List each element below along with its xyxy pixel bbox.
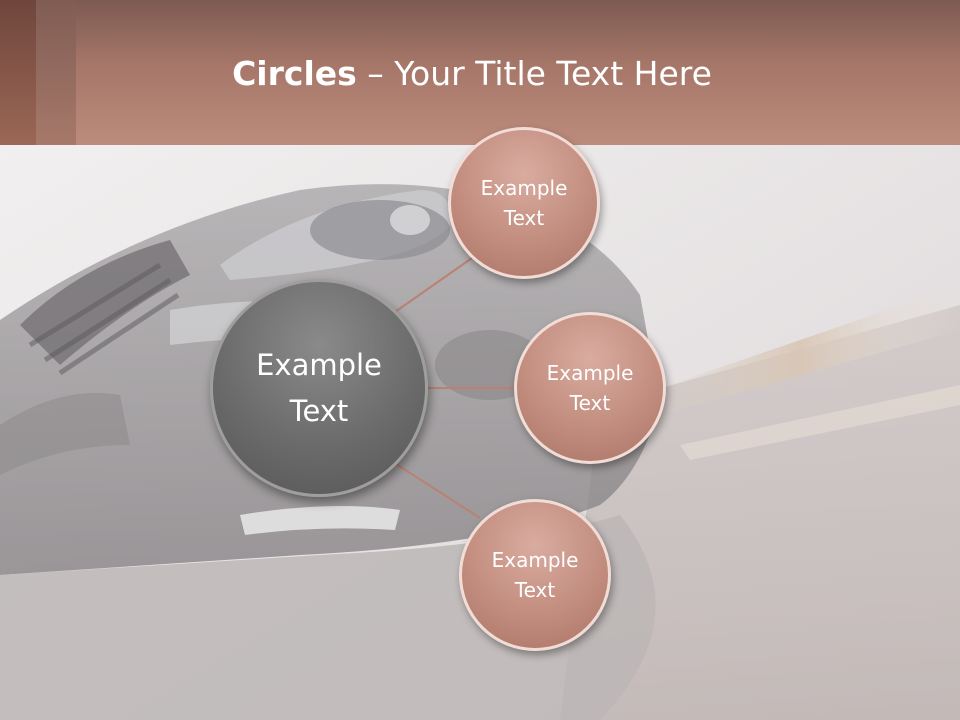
center-circle-line-1: Example [256,348,382,382]
slide-title-rest: – Your Title Text Here [356,54,712,93]
satellite-circle-middle[interactable]: Example Text [514,312,666,464]
satellite-top-line-1: Example [480,176,568,200]
center-circle-text: Example Text [256,342,382,434]
connector-line-top [394,257,473,313]
satellite-circle-middle-text: Example Text [547,358,634,418]
satellite-circle-top[interactable]: Example Text [448,127,600,279]
center-circle[interactable]: Example Text [210,279,428,497]
connector-line-bottom [395,463,481,519]
slide-title-bold: Circles [232,54,357,93]
satellite-circle-top-text: Example Text [481,173,568,233]
banner-accent-stripe-light [36,0,76,145]
satellite-bottom-line-1: Example [491,548,579,572]
center-circle-line-2: Text [289,394,349,428]
slide-title[interactable]: Circles – Your Title Text Here [0,54,944,93]
satellite-middle-line-2: Text [569,391,611,415]
satellite-circle-bottom[interactable]: Example Text [459,499,611,651]
satellite-top-line-2: Text [503,206,545,230]
banner-accent-stripe [0,0,76,145]
satellite-bottom-line-2: Text [514,578,556,602]
satellite-circle-bottom-text: Example Text [492,545,579,605]
title-banner [0,0,960,145]
satellite-middle-line-1: Example [546,361,634,385]
